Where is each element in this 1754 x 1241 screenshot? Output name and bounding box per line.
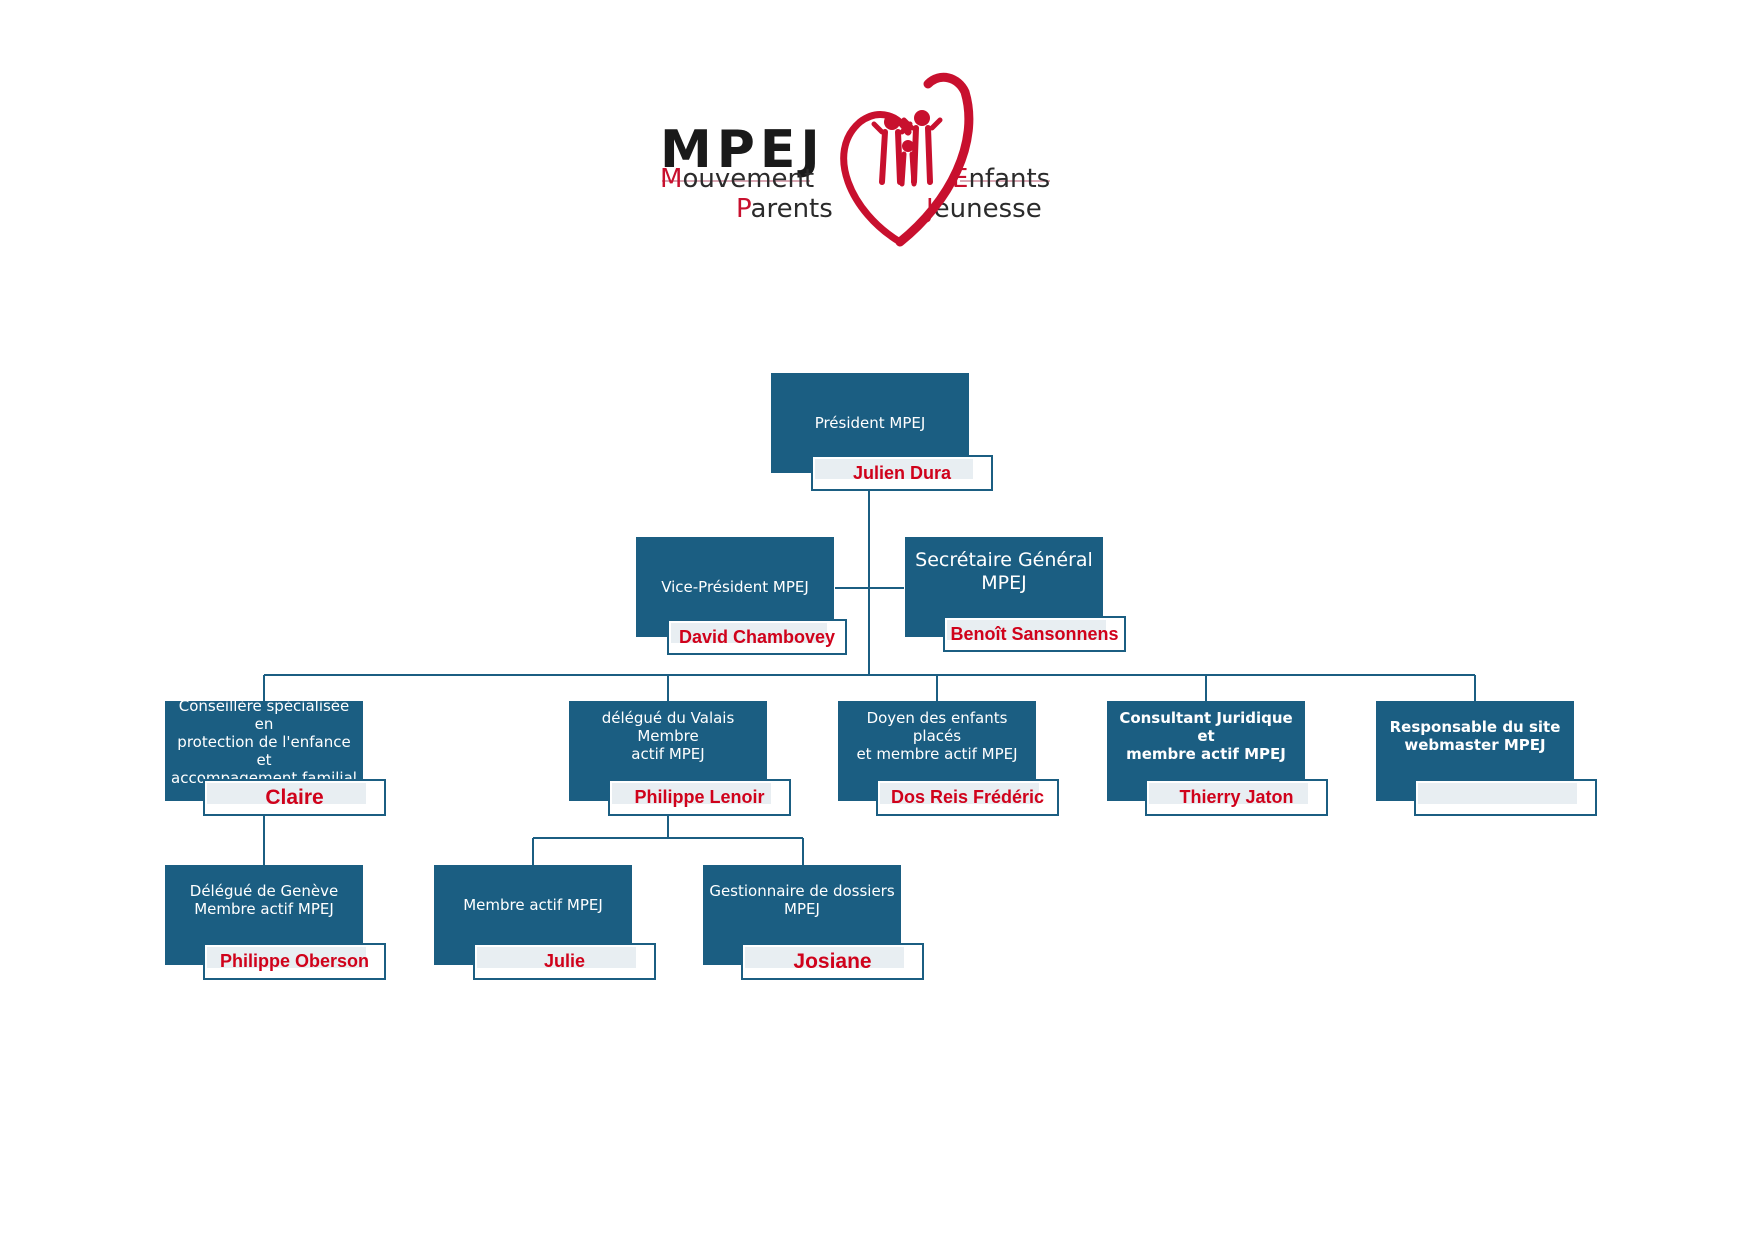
role-webmaster: Responsable du site webmaster MPEJ <box>1376 701 1574 801</box>
logo-word-parents: Parents <box>736 194 833 224</box>
logo-divider <box>662 180 810 182</box>
heart-family-icon <box>840 72 974 247</box>
name-vice-president: David Chambovey <box>667 619 847 655</box>
logo-divider <box>960 180 1050 182</box>
name-membre-actif: Julie <box>473 943 656 980</box>
name-gestionnaire: Josiane <box>741 943 924 980</box>
name-delegue-valais: Philippe Lenoir <box>608 779 791 816</box>
name-secretary: Benoît Sansonnens <box>943 616 1126 652</box>
mpej-logo: MPEJ Mouvement Parents Enfants Jeunesse <box>660 72 1120 262</box>
name-president: Julien Dura <box>811 455 993 491</box>
name-delegue-geneve: Philippe Oberson <box>203 943 386 980</box>
name-consultant: Thierry Jaton <box>1145 779 1328 816</box>
logo-word-mouvement: Mouvement <box>660 164 815 194</box>
name-doyen: Dos Reis Frédéric <box>876 779 1059 816</box>
name-webmaster <box>1414 779 1597 816</box>
name-conseillere: Claire <box>203 779 386 816</box>
logo-mark: MPEJ <box>660 120 825 180</box>
